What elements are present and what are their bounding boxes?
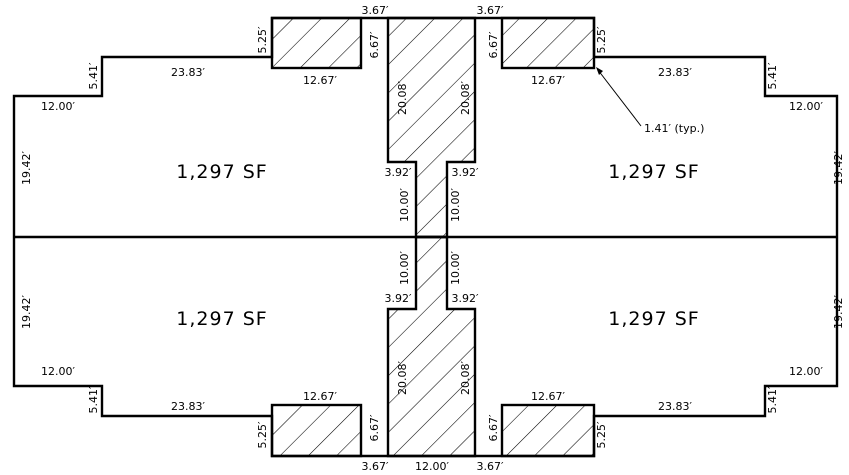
- unit-area-label: 1,297 SF: [608, 161, 699, 183]
- dimension-label: 12.00′: [415, 460, 449, 473]
- hatched-area-bottom-right: [500, 403, 596, 458]
- dimension-label: 12.67′: [303, 390, 337, 403]
- dimension-label: 3.67′: [362, 4, 389, 17]
- dimension-label: 3.92′: [452, 292, 479, 305]
- dimension-label: 6.67′: [368, 414, 381, 441]
- dimension-label: 12.67′: [303, 74, 337, 87]
- hatched-area-bottom-left: [270, 403, 363, 458]
- dimension-label: 23.83′: [658, 400, 692, 413]
- dimension-label: 5.41′: [87, 386, 100, 413]
- dimension-label: 3.67′: [477, 4, 504, 17]
- dimension-label: 3.92′: [452, 166, 479, 179]
- dimension-label: 19.42′: [20, 295, 33, 329]
- leader-arrowhead-icon: [596, 67, 603, 75]
- dimension-label: 10.00′: [449, 251, 462, 285]
- dimension-label: 23.83′: [171, 400, 205, 413]
- unit-area-label: 1,297 SF: [176, 308, 267, 330]
- dimension-label: 20.08′: [459, 361, 472, 395]
- dimension-label: 12.00′: [789, 100, 823, 113]
- leader-line: [597, 69, 642, 127]
- dimension-label: 19.42′: [20, 151, 33, 185]
- unit-area-label: 1,297 SF: [608, 308, 699, 330]
- dimension-label: 3.67′: [477, 460, 504, 473]
- dimension-label: 20.08′: [396, 361, 409, 395]
- dimension-label: 12.67′: [531, 390, 565, 403]
- dimension-label: 12.00′: [789, 365, 823, 378]
- dimension-label: 20.08′: [396, 81, 409, 115]
- dimension-label: 12.67′: [531, 74, 565, 87]
- dimension-label: 3.67′: [362, 460, 389, 473]
- dimension-label: 19.42′: [832, 295, 845, 329]
- dimension-label: 12.00′: [41, 100, 75, 113]
- typical-dimension-note: 1.41′ (typ.): [644, 122, 704, 135]
- hatched-area-top-right: [500, 16, 596, 70]
- dimension-label: 5.25′: [256, 26, 269, 53]
- dimension-label: 10.00′: [449, 188, 462, 222]
- dimension-label: 10.00′: [398, 188, 411, 222]
- dimension-label: 6.67′: [487, 31, 500, 58]
- dimension-label: 5.41′: [766, 62, 779, 89]
- dimension-label: 6.67′: [487, 414, 500, 441]
- hatched-corridor-bottom: [386, 235, 477, 458]
- dimension-label: 5.25′: [256, 421, 269, 448]
- dimension-label: 5.41′: [766, 386, 779, 413]
- hatched-area-top-left: [270, 16, 363, 70]
- dimension-label: 6.67′: [368, 31, 381, 58]
- dimension-label: 20.08′: [459, 81, 472, 115]
- dimension-label: 5.25′: [595, 26, 608, 53]
- dimension-label: 23.83′: [658, 66, 692, 79]
- unit-area-label: 1,297 SF: [176, 161, 267, 183]
- dimension-label: 10.00′: [398, 251, 411, 285]
- dimension-label: 23.83′: [171, 66, 205, 79]
- dimension-label: 5.41′: [87, 62, 100, 89]
- dimension-label: 3.92′: [385, 292, 412, 305]
- dimension-label: 12.00′: [41, 365, 75, 378]
- dimension-label: 5.25′: [595, 421, 608, 448]
- dimension-label: 19.42′: [832, 151, 845, 185]
- dimension-label: 3.92′: [385, 166, 412, 179]
